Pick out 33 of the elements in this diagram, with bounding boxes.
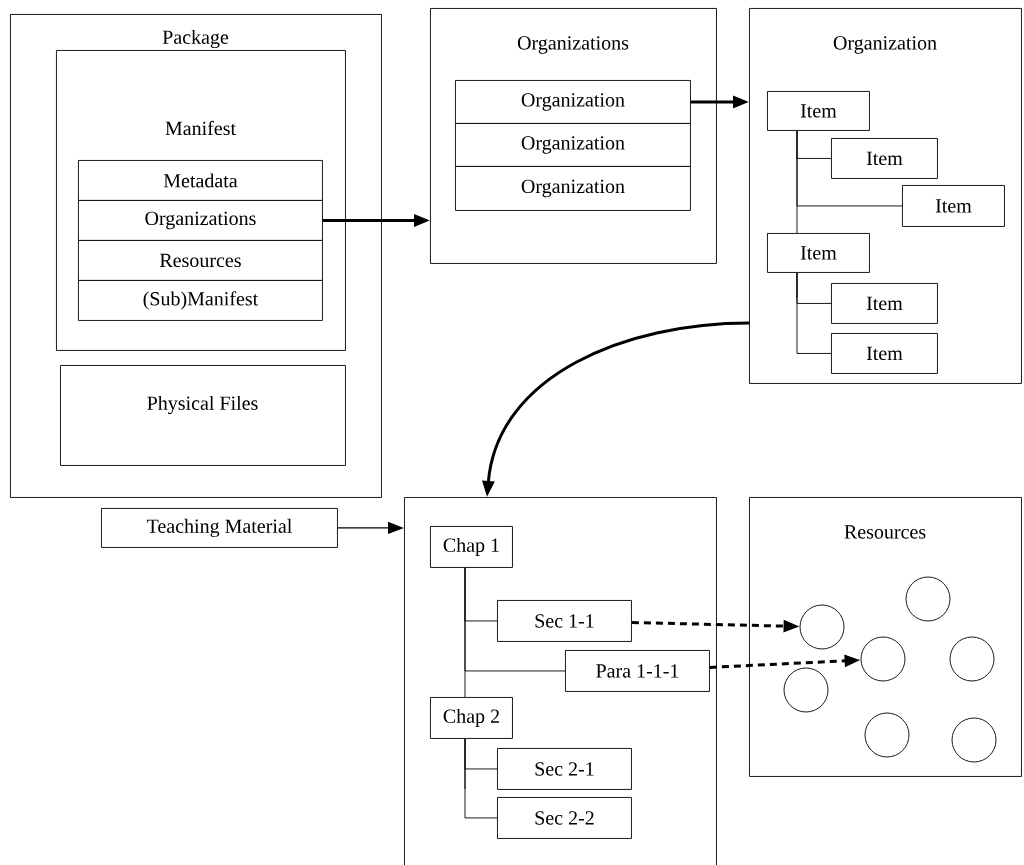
item-box: Sec 2-2: [497, 797, 632, 839]
circle: [864, 712, 910, 758]
item-box: Sec 2-1: [497, 748, 632, 790]
circle: [905, 576, 951, 622]
circle: [799, 604, 845, 650]
row-box: Organization: [455, 166, 691, 211]
item-box: Item: [902, 185, 1005, 227]
row-box: (Sub)Manifest: [78, 280, 323, 321]
item-box: Item: [831, 333, 938, 374]
tree-line: [464, 738, 498, 819]
item-box: Item: [767, 233, 870, 273]
item-box: Chap 2: [430, 697, 513, 739]
item-box: Item: [831, 138, 938, 179]
row-box: Resources: [78, 240, 323, 281]
circle: [860, 636, 906, 682]
item-box: Sec 1-1: [497, 600, 632, 642]
item-box: Item: [831, 283, 938, 324]
tree-line: [464, 567, 466, 698]
label-box: Teaching Material: [101, 508, 338, 548]
circle: [949, 636, 995, 682]
item-box: Item: [767, 91, 870, 131]
tree-line: [796, 272, 832, 354]
circle: [951, 717, 997, 763]
row-box: Organizations: [78, 200, 323, 241]
tree-line: [796, 130, 798, 234]
item-box: Para 1-1-1: [565, 650, 710, 692]
row-box: Organization: [455, 123, 691, 167]
row-box: Organization: [455, 80, 691, 124]
files-box: Physical Files: [60, 365, 346, 466]
container-box: Resources: [749, 497, 1022, 777]
row-box: Metadata: [78, 160, 323, 201]
item-box: Chap 1: [430, 526, 513, 568]
circle: [783, 667, 829, 713]
